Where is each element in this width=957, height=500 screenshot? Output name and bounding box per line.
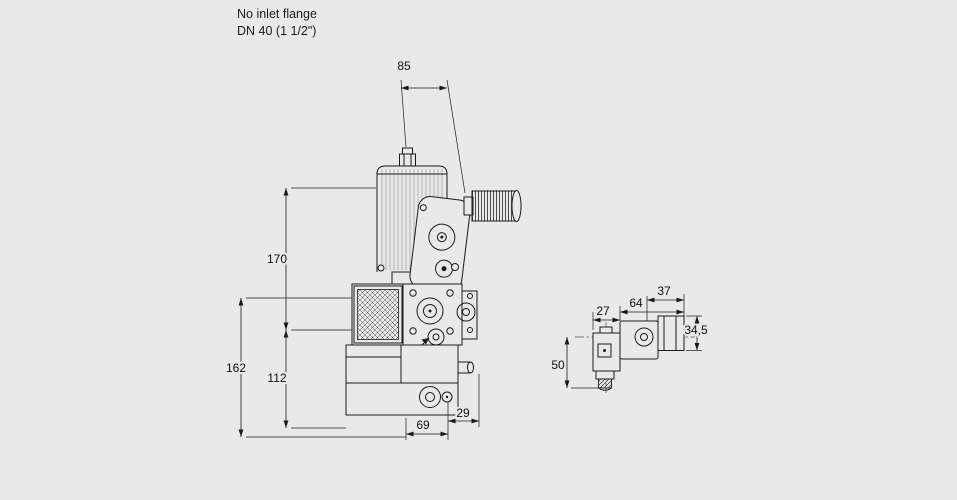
cable-gland bbox=[595, 370, 615, 391]
bolt-icon bbox=[451, 263, 459, 271]
top-stem bbox=[399, 147, 416, 167]
dimension-29: 29 bbox=[447, 374, 480, 427]
dimension-64: 64 bbox=[619, 294, 685, 315]
dimension-37: 37 bbox=[646, 282, 685, 321]
dim-label-37: 37 bbox=[657, 284, 671, 298]
terminal-box bbox=[592, 326, 621, 372]
adjustment-dial bbox=[428, 223, 456, 251]
bolt-icon bbox=[377, 264, 385, 272]
filter-mesh bbox=[357, 289, 399, 340]
nominal-size: DN 40 (1 1/2") bbox=[237, 24, 317, 38]
dimension-112: 112 bbox=[265, 329, 346, 429]
dimension-162: 162 bbox=[224, 297, 406, 438]
connection-flange bbox=[657, 315, 685, 351]
side-nipple bbox=[457, 361, 474, 374]
dimension-34-5: 34,5 bbox=[682, 315, 710, 351]
dimension-27: 27 bbox=[592, 302, 621, 330]
flange-note: No inlet flange bbox=[237, 7, 317, 21]
solenoid-coil bbox=[619, 320, 659, 360]
title-block: No inlet flange DN 40 (1 1/2") bbox=[237, 6, 317, 40]
dim-label-50: 50 bbox=[551, 358, 565, 372]
dimension-50: 50 bbox=[549, 336, 604, 389]
port-circle bbox=[416, 297, 444, 325]
valve-front-view: 85 170 112 162 bbox=[224, 57, 522, 440]
dim-label-162: 162 bbox=[226, 361, 246, 375]
regulator-plate bbox=[409, 196, 471, 292]
dimension-69: 69 bbox=[405, 402, 449, 440]
pressure-tap bbox=[441, 391, 453, 403]
dim-label-112: 112 bbox=[267, 371, 286, 385]
dim-label-34-5: 34,5 bbox=[684, 323, 708, 337]
dim-label-29: 29 bbox=[456, 406, 470, 420]
dim-label-27: 27 bbox=[596, 304, 610, 318]
lower-block bbox=[345, 344, 474, 416]
dim-label-85: 85 bbox=[397, 59, 411, 73]
filter-frame bbox=[353, 285, 403, 344]
valve-body bbox=[351, 283, 478, 353]
dim-label-64: 64 bbox=[629, 296, 643, 310]
dim-label-69: 69 bbox=[416, 418, 430, 432]
dim-label-170: 170 bbox=[267, 252, 287, 266]
dimension-170: 170 bbox=[265, 187, 376, 331]
pressure-tap bbox=[419, 386, 441, 408]
knurled-knob bbox=[463, 190, 522, 222]
dimension-85: 85 bbox=[395, 57, 466, 194]
solenoid-side-view: 27 64 37 34,5 50 bbox=[549, 282, 710, 393]
